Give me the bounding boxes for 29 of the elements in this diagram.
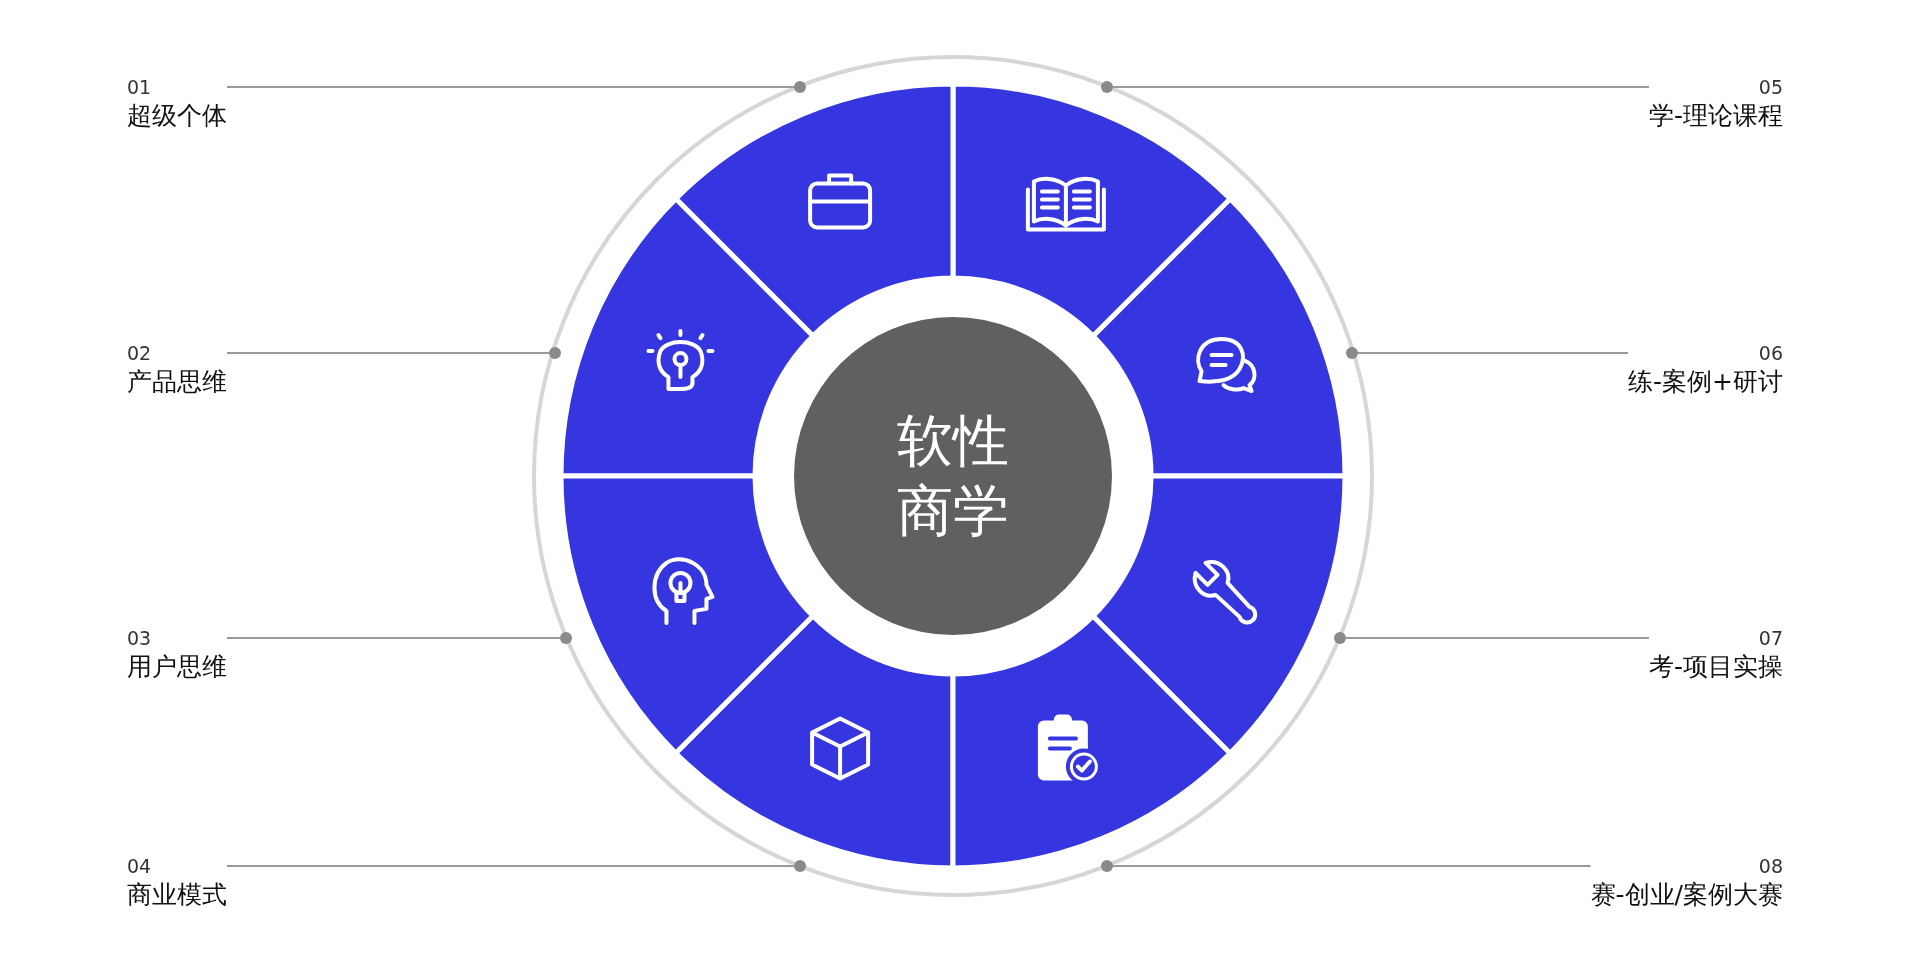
ring-dot [549,347,561,359]
item-title: 用户思维 [127,651,227,683]
leader-line [1112,86,1650,88]
item-number: 06 [1758,341,1783,365]
item-title: 商业模式 [127,879,227,911]
leader-line [226,637,561,639]
leader-line [1345,637,1650,639]
leader-line [226,352,550,354]
item-number: 05 [1758,75,1783,99]
item-number: 01 [127,75,152,99]
leader-line [226,86,795,88]
center-title: 软性商学 [896,407,1010,545]
item-number: 02 [127,341,152,365]
ring-dot [560,632,572,644]
ring-dot [1101,81,1113,93]
item-title: 产品思维 [127,366,227,398]
item-number: 03 [127,626,152,650]
item-title: 超级个体 [127,100,227,132]
item-title: 学-理论课程 [1648,100,1783,132]
item-number: 08 [1758,854,1783,878]
leader-line [226,865,795,867]
ring-dot [794,81,806,93]
item-number: 04 [127,854,152,878]
leader-line [1357,352,1630,354]
leader-line [1112,865,1592,867]
item-title: 考-项目实操 [1648,651,1783,683]
item-title: 赛-创业/案例大赛 [1590,879,1783,911]
item-number: 07 [1758,626,1783,650]
item-title: 练-案例+研讨 [1628,366,1783,398]
